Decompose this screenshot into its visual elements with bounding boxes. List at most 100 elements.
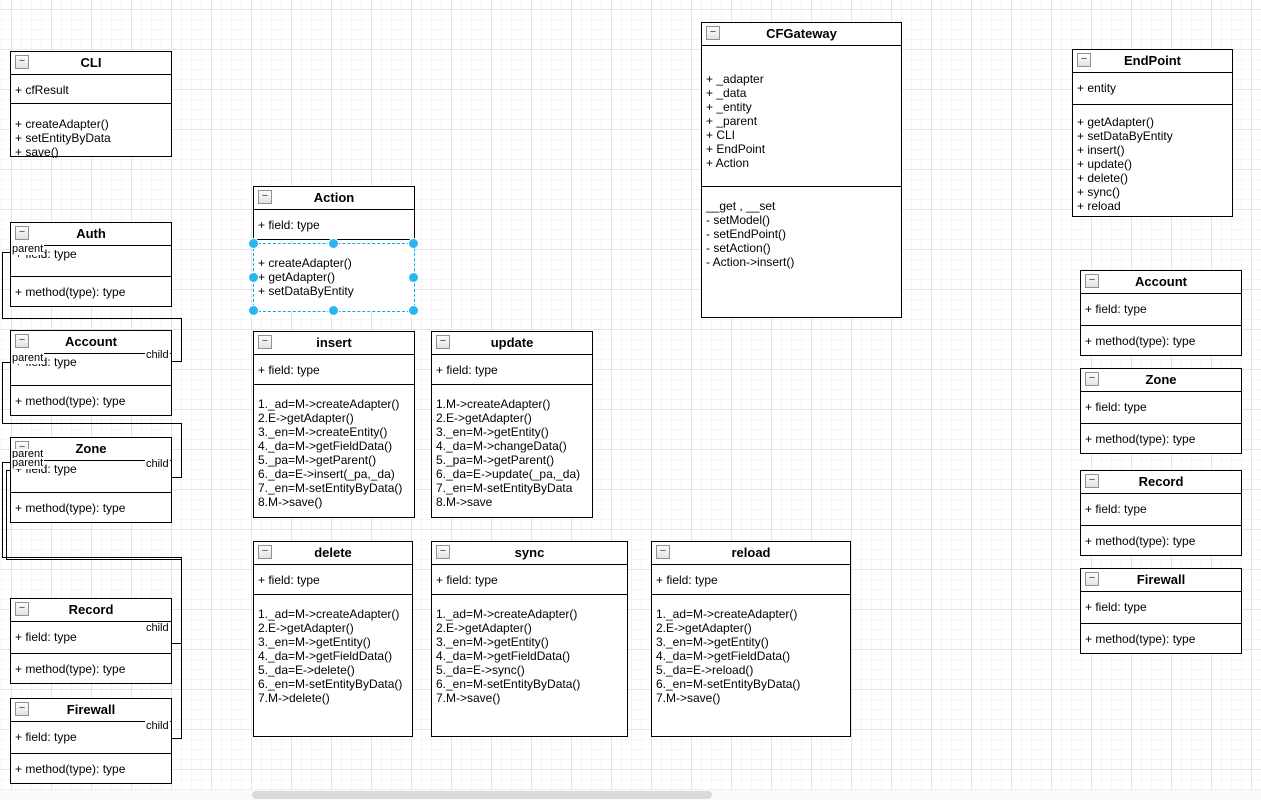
collapse-icon[interactable]: − bbox=[1085, 474, 1099, 488]
class-firewall-left[interactable]: − Firewall + field: type + method(type):… bbox=[10, 698, 172, 784]
selection-handle[interactable] bbox=[408, 238, 419, 249]
connector-segment[interactable] bbox=[172, 477, 181, 478]
connector-segment[interactable] bbox=[6, 559, 182, 560]
fields-compartment[interactable]: + field: type bbox=[254, 209, 414, 239]
collapse-icon[interactable]: − bbox=[436, 545, 450, 559]
fields-compartment[interactable]: + field: type bbox=[1081, 391, 1241, 423]
selected-methods-compartment[interactable]: + createAdapter() + getAdapter() + setDa… bbox=[248, 238, 419, 316]
methods-compartment[interactable]: 1._ad=M->createAdapter() 2.E->getAdapter… bbox=[432, 594, 627, 738]
fields-compartment[interactable]: + field: type bbox=[432, 354, 592, 384]
connector-segment[interactable] bbox=[172, 361, 181, 362]
class-delete[interactable]: − delete + field: type 1._ad=M->createAd… bbox=[253, 541, 413, 737]
collapse-icon[interactable]: − bbox=[656, 545, 670, 559]
class-zone-right[interactable]: − Zone + field: type + method(type): typ… bbox=[1080, 368, 1242, 454]
collapse-icon[interactable]: − bbox=[258, 190, 272, 204]
connector-segment[interactable] bbox=[2, 362, 10, 363]
action-title-and-fields[interactable]: − Action + field: type bbox=[253, 186, 415, 240]
connector-segment[interactable] bbox=[2, 252, 10, 253]
edge-label-child[interactable]: child bbox=[145, 349, 170, 361]
class-cfgateway[interactable]: − CFGateway + _adapter + _data + _entity… bbox=[701, 22, 902, 318]
connector-segment[interactable] bbox=[181, 559, 182, 739]
collapse-icon[interactable]: − bbox=[15, 226, 29, 240]
fields-compartment[interactable]: + field: type bbox=[432, 564, 627, 594]
fields-compartment[interactable]: + field: type bbox=[652, 564, 850, 594]
collapse-icon[interactable]: − bbox=[15, 334, 29, 348]
class-record-right[interactable]: − Record + field: type + method(type): t… bbox=[1080, 470, 1242, 556]
class-reload[interactable]: − reload + field: type 1._ad=M->createAd… bbox=[651, 541, 851, 737]
class-zone-left[interactable]: − Zone + field: type + method(type): typ… bbox=[10, 437, 172, 523]
methods-compartment[interactable]: + method(type): type bbox=[11, 492, 171, 523]
edge-label-parent[interactable]: parent bbox=[11, 243, 45, 255]
methods-compartment[interactable]: + method(type): type bbox=[11, 753, 171, 784]
methods-compartment[interactable]: + method(type): type bbox=[1081, 525, 1241, 556]
methods-compartment[interactable]: 1.M->createAdapter() 2.E->getAdapter() 3… bbox=[432, 384, 592, 519]
selection-handle[interactable] bbox=[248, 271, 259, 283]
selection-handle[interactable] bbox=[328, 305, 339, 316]
selection-handle[interactable] bbox=[408, 271, 419, 283]
class-sync[interactable]: − sync + field: type 1._ad=M->createAdap… bbox=[431, 541, 628, 737]
collapse-icon[interactable]: − bbox=[1085, 274, 1099, 288]
edge-label-child[interactable]: child bbox=[145, 622, 170, 634]
methods-compartment[interactable]: + method(type): type bbox=[1081, 325, 1241, 356]
connector-segment[interactable] bbox=[172, 643, 181, 644]
selection-handle[interactable] bbox=[248, 305, 259, 316]
connector-segment[interactable] bbox=[2, 423, 182, 424]
fields-compartment[interactable]: + field: type bbox=[1081, 591, 1241, 623]
connector-segment[interactable] bbox=[2, 362, 3, 424]
connector-segment[interactable] bbox=[6, 470, 7, 560]
methods-compartment[interactable]: + createAdapter() + setEntityByData + sa… bbox=[11, 103, 171, 158]
collapse-icon[interactable]: − bbox=[1085, 572, 1099, 586]
collapse-icon[interactable]: − bbox=[258, 545, 272, 559]
connector-segment[interactable] bbox=[2, 557, 182, 558]
collapse-icon[interactable]: − bbox=[706, 26, 720, 40]
selection-handle[interactable] bbox=[248, 238, 259, 249]
class-cli[interactable]: − CLI + cfResult + createAdapter() + set… bbox=[10, 51, 172, 158]
selection-handle[interactable] bbox=[328, 238, 339, 249]
fields-compartment[interactable]: + field: type bbox=[1081, 293, 1241, 325]
fields-compartment[interactable]: + field: type bbox=[11, 621, 171, 653]
methods-compartment[interactable]: 1._ad=M->createAdapter() 2.E->getAdapter… bbox=[254, 594, 412, 738]
collapse-icon[interactable]: − bbox=[258, 335, 272, 349]
selection-handle[interactable] bbox=[408, 305, 419, 316]
class-endpoint[interactable]: − EndPoint + entity + getAdapter() + set… bbox=[1072, 49, 1233, 217]
edge-label-parent[interactable]: parent bbox=[11, 448, 45, 460]
fields-compartment[interactable]: + field: type bbox=[1081, 493, 1241, 525]
horizontal-scrollbar[interactable] bbox=[0, 789, 1261, 800]
fields-compartment[interactable]: + field: type bbox=[254, 564, 412, 594]
connector-segment[interactable] bbox=[181, 423, 182, 478]
connector-segment[interactable] bbox=[6, 470, 10, 471]
methods-compartment[interactable]: 1._ad=M->createAdapter() 2.E->getAdapter… bbox=[254, 384, 414, 519]
collapse-icon[interactable]: − bbox=[1077, 53, 1091, 67]
connector-segment[interactable] bbox=[2, 318, 182, 319]
methods-compartment[interactable]: + method(type): type bbox=[11, 653, 171, 684]
methods-compartment[interactable]: + getAdapter() + setDataByEntity + inser… bbox=[1073, 104, 1232, 216]
collapse-icon[interactable]: − bbox=[436, 335, 450, 349]
collapse-icon[interactable]: − bbox=[15, 702, 29, 716]
collapse-icon[interactable]: − bbox=[15, 55, 29, 69]
connector-segment[interactable] bbox=[181, 318, 182, 362]
methods-compartment[interactable]: + method(type): type bbox=[1081, 623, 1241, 654]
methods-compartment[interactable]: __get , __set - setModel() - setEndPoint… bbox=[702, 186, 901, 319]
class-auth[interactable]: − Auth + field: type + method(type): typ… bbox=[10, 222, 172, 307]
edge-label-child[interactable]: child bbox=[145, 720, 170, 732]
methods-compartment[interactable]: + method(type): type bbox=[11, 385, 171, 416]
connector-segment[interactable] bbox=[172, 738, 181, 739]
class-account-left[interactable]: − Account + field: type + method(type): … bbox=[10, 330, 172, 416]
connector-segment[interactable] bbox=[2, 462, 3, 558]
connector-segment[interactable] bbox=[2, 252, 3, 319]
horizontal-scrollbar-thumb[interactable] bbox=[252, 791, 712, 799]
class-account-right[interactable]: − Account + field: type + method(type): … bbox=[1080, 270, 1242, 356]
class-action[interactable]: − Action + field: type + createAdapter()… bbox=[248, 186, 419, 316]
class-insert[interactable]: − insert + field: type 1._ad=M->createAd… bbox=[253, 331, 415, 518]
fields-compartment[interactable]: + cfResult bbox=[11, 74, 171, 103]
class-firewall-right[interactable]: − Firewall + field: type + method(type):… bbox=[1080, 568, 1242, 654]
class-record-left[interactable]: − Record + field: type + method(type): t… bbox=[10, 598, 172, 684]
fields-compartment[interactable]: + field: type bbox=[11, 721, 171, 753]
collapse-icon[interactable]: − bbox=[1085, 372, 1099, 386]
edge-label-parent[interactable]: parent bbox=[11, 352, 45, 364]
class-update[interactable]: − update + field: type 1.M->createAdapte… bbox=[431, 331, 593, 518]
fields-compartment[interactable]: + _adapter + _data + _entity + _parent +… bbox=[702, 45, 901, 186]
fields-compartment[interactable]: + field: type bbox=[254, 354, 414, 384]
edge-label-child[interactable]: child bbox=[145, 458, 170, 470]
